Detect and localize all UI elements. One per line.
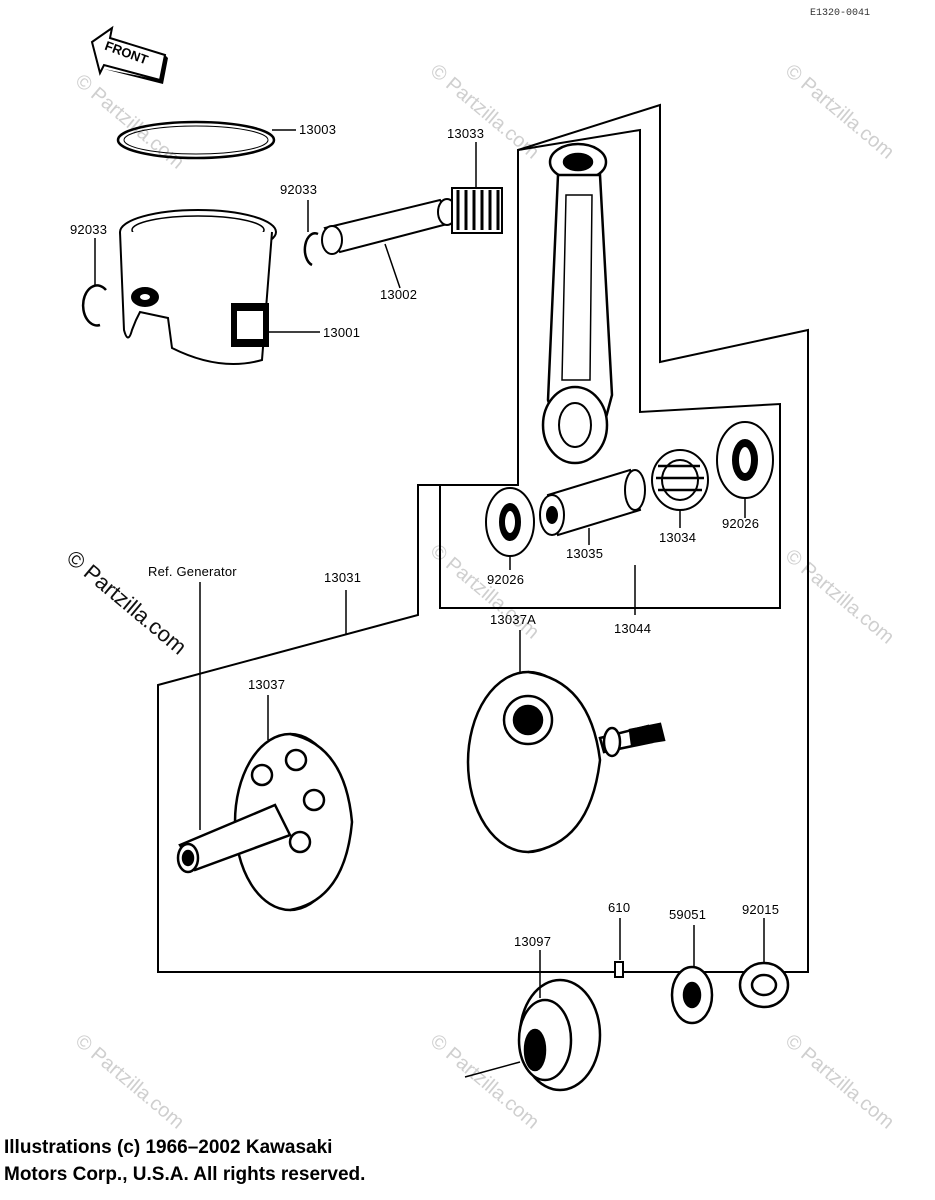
crank-pin-13035 xyxy=(539,468,646,537)
part-label-13044: 13044 xyxy=(614,621,652,636)
part-label-13037: 13037 xyxy=(248,677,286,692)
piston-13001 xyxy=(119,209,277,365)
part-label-59051: 59051 xyxy=(669,907,707,922)
part-label-13002: 13002 xyxy=(380,287,418,302)
part-label-13033: 13033 xyxy=(447,126,485,141)
thrust-washer-92026-left xyxy=(485,487,535,557)
circlip-92033-left xyxy=(81,284,107,327)
part-label-13031: 13031 xyxy=(324,570,362,585)
part-label-92033-left: 92033 xyxy=(70,222,108,237)
part-label-92033-right: 92033 xyxy=(280,182,318,197)
copyright-line-1: Illustrations (c) 1966–2002 Kawasaki xyxy=(4,1137,333,1158)
front-arrow-icon xyxy=(90,25,168,84)
thrust-washer-92026-right xyxy=(716,421,774,499)
part-label-13003: 13003 xyxy=(299,122,337,137)
part-label-13037A: 13037A xyxy=(490,612,537,627)
part-label-13097: 13097 xyxy=(514,934,552,949)
copyright-line-2: Motors Corp., U.S.A. All rights reserved… xyxy=(4,1164,366,1185)
part-label-610: 610 xyxy=(608,900,631,915)
ref-generator-label: Ref. Generator xyxy=(148,564,237,579)
crank-half-13037 xyxy=(176,732,354,912)
needle-bearing-13033 xyxy=(451,187,503,234)
key-610 xyxy=(614,961,624,978)
part-label-92026-left: 92026 xyxy=(487,572,525,587)
circlip-92033-right xyxy=(303,232,319,267)
needle-bearing-13034 xyxy=(651,449,709,511)
part-label-92026-right: 92026 xyxy=(722,516,760,531)
part-label-92015: 92015 xyxy=(742,902,780,917)
crank-half-13037A xyxy=(466,670,666,854)
diagram-code: E1320-0041 xyxy=(810,8,871,19)
part-label-13035: 13035 xyxy=(566,546,604,561)
gear-59051 xyxy=(670,965,714,1025)
connecting-rod xyxy=(541,142,614,465)
nut-92015 xyxy=(738,961,790,1009)
piston-pin-13002 xyxy=(321,198,457,255)
leader-lines xyxy=(94,129,765,1078)
gear-13097 xyxy=(517,978,602,1092)
group-outline-13044 xyxy=(439,128,781,609)
part-label-13001: 13001 xyxy=(323,325,361,340)
part-label-13034: 13034 xyxy=(659,530,697,545)
piston-ring-13003 xyxy=(116,120,276,160)
